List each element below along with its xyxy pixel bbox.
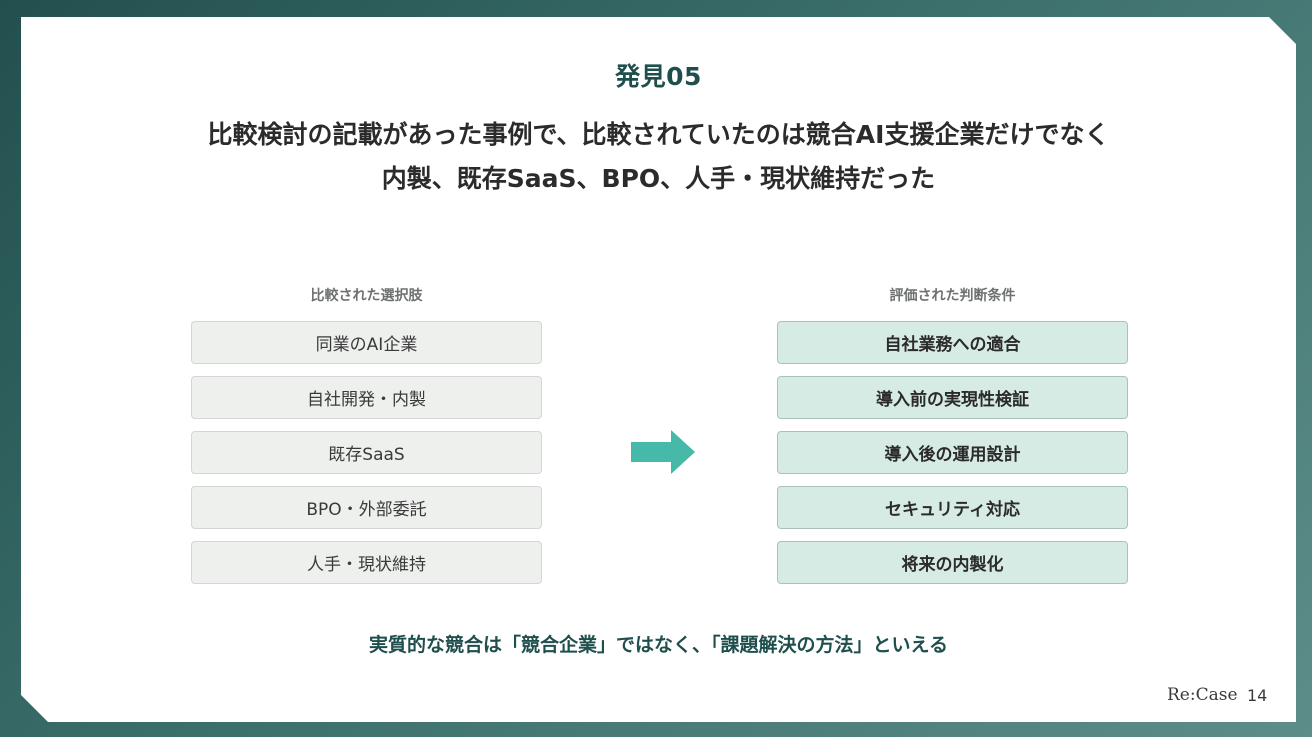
headline-line-1: 比較検討の記載があった事例で、比較されていたのは競合AI支援企業だけでなく: [207, 120, 1110, 149]
criteria-item: 自社業務への適合: [777, 321, 1128, 364]
brand-logo: Re:Case: [1167, 685, 1238, 705]
criteria-list: 自社業務への適合 導入前の実現性検証 導入後の運用設計 セキュリティ対応 将来の…: [777, 321, 1128, 596]
option-item: 既存SaaS: [191, 431, 542, 474]
criteria-column-title: 評価された判断条件: [889, 288, 1016, 304]
criteria-item: 導入後の運用設計: [777, 431, 1128, 474]
headline: 比較検討の記載があった事例で、比較されていたのは競合AI支援企業だけでなく 内製…: [21, 113, 1296, 201]
option-item: 自社開発・内製: [191, 376, 542, 419]
option-item: 人手・現状維持: [191, 541, 542, 584]
headline-line-2: 内製、既存SaaS、BPO、人手・現状維持だった: [381, 164, 936, 193]
option-item: BPO・外部委託: [191, 486, 542, 529]
slide-card: 発見05 比較検討の記載があった事例で、比較されていたのは競合AI支援企業だけで…: [21, 17, 1296, 722]
right-arrow-icon: [631, 430, 695, 474]
page-number: 14: [1247, 686, 1268, 705]
criteria-item: セキュリティ対応: [777, 486, 1128, 529]
criteria-item: 将来の内製化: [777, 541, 1128, 584]
options-column-title: 比較された選択肢: [310, 288, 423, 304]
finding-label: 発見05: [615, 62, 702, 91]
conclusion-text: 実質的な競合は「競合企業」ではなく、「課題解決の方法」といえる: [369, 634, 948, 656]
option-item: 同業のAI企業: [191, 321, 542, 364]
criteria-item: 導入前の実現性検証: [777, 376, 1128, 419]
options-list: 同業のAI企業 自社開発・内製 既存SaaS BPO・外部委託 人手・現状維持: [191, 321, 542, 596]
